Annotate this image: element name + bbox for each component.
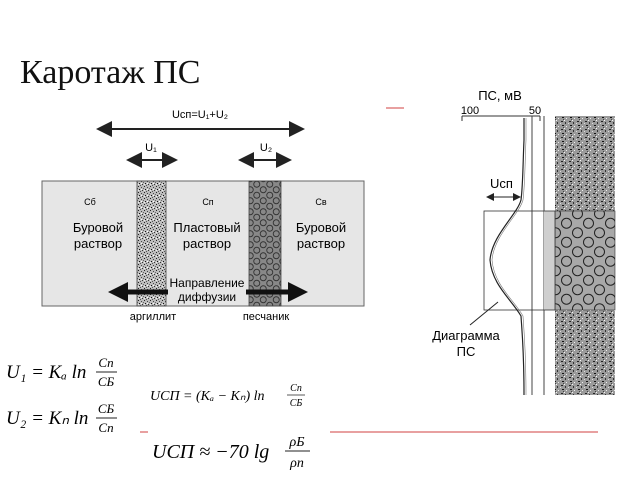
formula-2-num: CБ xyxy=(98,401,115,416)
u1-label: U₁ xyxy=(145,142,157,154)
sp-curve xyxy=(489,118,525,396)
formula-2-den: Cп xyxy=(98,420,113,435)
zone-mid-label-2: раствор xyxy=(183,236,231,251)
sp-axis-title: ПС, мВ xyxy=(478,88,522,103)
zone-mid-label-1: Пластовый xyxy=(173,220,240,235)
sandstone-bed xyxy=(554,210,616,311)
formula-4-lhs: UСП ≈ −70 lg xyxy=(152,441,269,463)
zone-mid-sub: Cп xyxy=(202,197,213,207)
caption-1: Диаграмма xyxy=(432,328,500,343)
formula-1-num: Cп xyxy=(98,355,113,370)
sand-layer xyxy=(248,180,282,307)
zone-left-label-1: Буровой xyxy=(73,220,123,235)
formula-1-den: CБ xyxy=(98,374,115,389)
zone-left-sub: Cб xyxy=(84,197,96,207)
usp-sum-label: Uсп=U₁+U₂ xyxy=(172,109,228,121)
right-diagram: ПС, мВ 100 50 Uсп Диаграмма ПС xyxy=(386,88,616,396)
clay-label: аргиллит xyxy=(130,311,176,323)
sand-label: песчаник xyxy=(243,311,290,323)
u2-label: U₂ xyxy=(260,142,272,154)
slide-title: Каротаж ПС xyxy=(20,54,201,91)
formula-2-lhs: U₂ = Kₙ ln xyxy=(6,408,88,429)
tick-100: 100 xyxy=(461,105,479,117)
clay-layer xyxy=(136,180,167,307)
formula-3-num: Cп xyxy=(290,383,302,394)
formula-1-lhs: U₁ = Kₐ ln xyxy=(6,362,86,383)
caption-2: ПС xyxy=(457,344,476,359)
formula-4-num: ρБ xyxy=(289,435,305,450)
bed-boundary-box xyxy=(483,210,556,311)
diffusion-label-1: Направление xyxy=(170,276,245,290)
formula-3-lhs: UСП = (Kₐ − Kₙ) ln xyxy=(150,389,265,404)
formula-4-den: ρп xyxy=(289,456,304,471)
zone-right-label-2: раствор xyxy=(297,236,345,251)
zone-left-label-2: раствор xyxy=(74,236,122,251)
zone-right-label-1: Буровой xyxy=(296,220,346,235)
usp-label: Uсп xyxy=(490,176,513,191)
diffusion-label-2: диффузии xyxy=(178,290,236,304)
formula-3-den: CБ xyxy=(290,398,303,409)
formulas: U₁ = Kₐ ln Cп CБ U₂ = Kₙ ln CБ Cп UСП = … xyxy=(6,355,310,471)
sp-curve-shadow xyxy=(491,118,527,396)
left-diagram: Uсп=U₁+U₂ U₁ U₂ Cб Буровой раствор Cп Пл… xyxy=(41,109,365,323)
tick-50: 50 xyxy=(529,105,541,117)
diffusion-arrow-left-head xyxy=(108,282,128,302)
zone-right-sub: Cв xyxy=(315,197,326,207)
diffusion-label-bg xyxy=(168,273,246,305)
caption-pointer xyxy=(469,301,499,326)
diffusion-arrow-right-head xyxy=(288,282,308,302)
borehole-in-bed xyxy=(544,211,555,310)
